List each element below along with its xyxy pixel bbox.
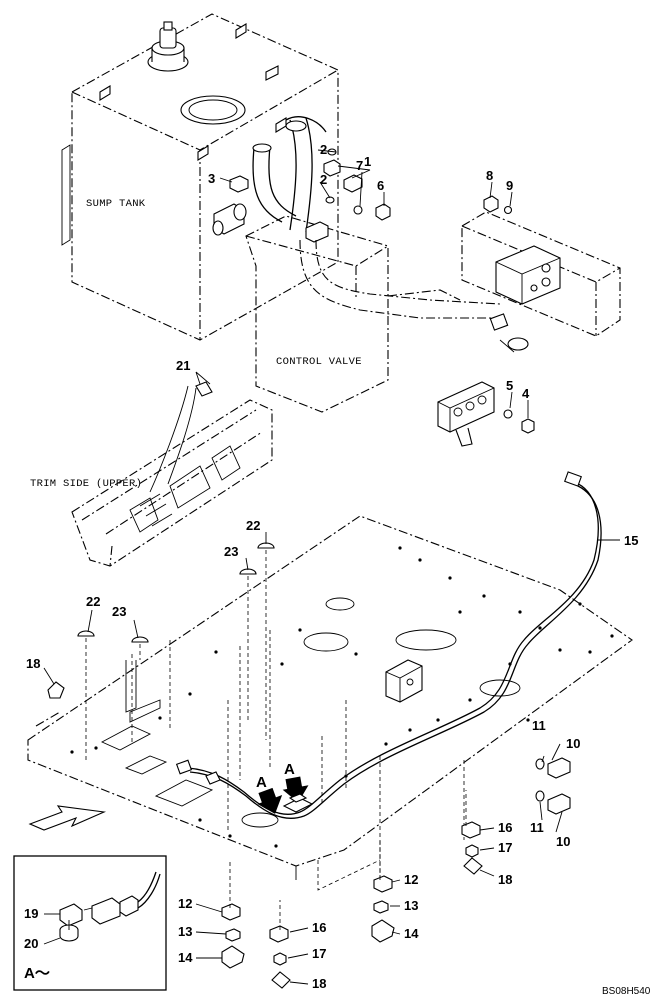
callout-11-lower: 11 — [530, 820, 544, 835]
drawing-ref: BS08H540 — [602, 986, 651, 997]
callout-14-right: 14 — [404, 926, 419, 941]
manifold-block — [437, 381, 495, 447]
control-valve-label: CONTROL VALVE — [276, 356, 362, 368]
callout-12-right: 12 — [404, 872, 418, 887]
view-a-label-2: A — [284, 761, 295, 778]
detail-inset-a: A～ — [13, 855, 167, 991]
front-direction-arrow — [28, 805, 107, 831]
right-block-assembly — [461, 211, 621, 337]
callout-2-lower: 2 — [320, 172, 327, 187]
leader-lines — [43, 149, 620, 985]
callout-20: 20 — [24, 936, 38, 951]
callout-17-left: 17 — [312, 946, 326, 961]
callout-14-left: 14 — [178, 950, 193, 965]
callout-3: 3 — [208, 171, 215, 186]
small-parts — [47, 148, 571, 989]
callout-22-left: 22 — [86, 594, 100, 609]
callout-23-center: 23 — [224, 544, 238, 559]
trim-side-upper — [71, 381, 273, 567]
callout-10-upper: 10 — [566, 736, 580, 751]
harness-15 — [175, 471, 602, 819]
callout-13-left: 13 — [178, 924, 192, 939]
callout-1: 1 — [364, 154, 371, 169]
callout-17-right: 17 — [498, 840, 512, 855]
inset-title: A～ — [24, 965, 50, 982]
callout-23-left: 23 — [112, 604, 126, 619]
callout-numbers: 1 2 2 3 4 5 6 7 8 9 10 10 11 11 12 12 13… — [24, 142, 638, 991]
callout-19: 19 — [24, 906, 38, 921]
callout-10-lower: 10 — [556, 834, 570, 849]
control-valve — [245, 215, 529, 413]
callout-22-center: 22 — [246, 518, 260, 533]
sump-tank — [61, 13, 339, 341]
callout-16-left: 16 — [312, 920, 326, 935]
callout-2-top: 2 — [320, 142, 327, 157]
callout-7: 7 — [356, 158, 363, 173]
callout-13-right: 13 — [404, 898, 418, 913]
callout-18-bottom: 18 — [312, 976, 326, 991]
view-a-markers: A A — [256, 761, 314, 814]
trim-side-label: TRIM SIDE (UPPER) — [30, 478, 142, 490]
callout-18-left: 18 — [26, 656, 40, 671]
callout-21: 21 — [176, 358, 190, 373]
callout-6: 6 — [377, 178, 384, 193]
callout-16-right: 16 — [498, 820, 512, 835]
callout-5: 5 — [506, 378, 513, 393]
sump-tank-label: SUMP TANK — [86, 198, 146, 210]
callout-11-upper: 11 — [532, 718, 546, 733]
callout-8: 8 — [486, 168, 493, 183]
view-a-label-1: A — [256, 774, 267, 791]
callout-4: 4 — [522, 386, 530, 401]
callout-18-right: 18 — [498, 872, 512, 887]
callout-15: 15 — [624, 533, 638, 548]
callout-12-left: 12 — [178, 896, 192, 911]
callout-9: 9 — [506, 178, 513, 193]
